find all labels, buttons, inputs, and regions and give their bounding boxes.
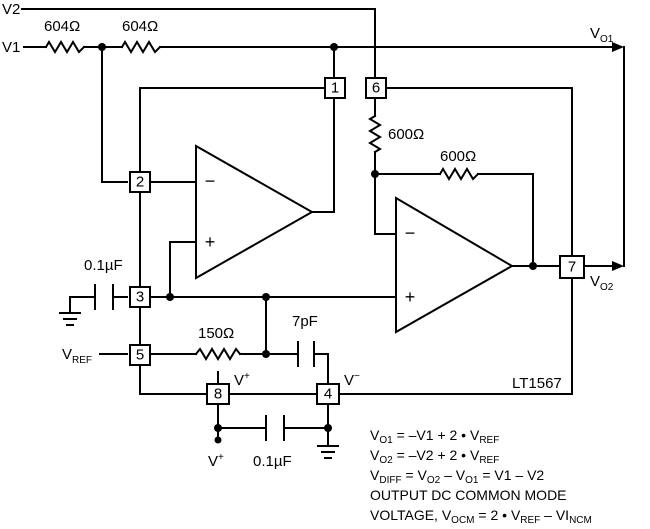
svg-text:1: 1 <box>331 80 339 97</box>
v1-label: V1 <box>2 39 20 56</box>
svg-text:5: 5 <box>136 347 144 364</box>
resistor-604-a <box>44 40 86 54</box>
opamp-1 <box>195 144 315 280</box>
cap-7pf-label: 7pF <box>292 313 318 330</box>
equation-vo2: VO2 = –V2 + 2 • VREF <box>370 447 499 466</box>
capacitors <box>94 284 315 441</box>
svg-text:8: 8 <box>214 386 222 403</box>
resistors <box>44 40 480 361</box>
equations: VO1 = –V1 + 2 • VREF VO2 = –V2 + 2 • VRE… <box>370 427 592 526</box>
pin-3: 3 <box>129 286 151 308</box>
capacitor-left-bypass <box>94 284 114 310</box>
pin-2: 2 <box>129 171 151 193</box>
opamp2-minus-label: − <box>405 223 416 243</box>
cap-left-label: 0.1µF <box>84 257 123 274</box>
resistor-150 <box>194 347 242 361</box>
pin-1: 1 <box>324 77 346 99</box>
equation-line4: OUTPUT DC COMMON MODE <box>370 487 567 503</box>
ground-bottom-icon <box>317 445 339 459</box>
capacitor-7pf <box>297 341 315 367</box>
vref-label: VREF <box>62 346 92 366</box>
resistor-600-top <box>368 114 382 154</box>
opamp1-minus-label: − <box>205 171 216 191</box>
pin-5: 5 <box>129 344 151 366</box>
resistor-600-right <box>438 167 480 181</box>
r604b-label: 604Ω <box>122 18 158 35</box>
svg-text:3: 3 <box>136 289 144 306</box>
pin-8: 8 <box>206 383 230 405</box>
output-arrows <box>612 42 624 271</box>
pin-7: 7 <box>559 255 585 279</box>
ground-left-icon <box>59 312 81 326</box>
vo2-label: VO2 <box>590 273 614 293</box>
equation-vo1: VO1 = –V1 + 2 • VREF <box>370 427 499 446</box>
part-number: LT1567 <box>512 375 562 392</box>
vo2-arrow-icon <box>612 261 624 271</box>
vplus-pin8-label: V+ <box>234 371 250 389</box>
pin-4: 4 <box>316 383 340 405</box>
junction-dots <box>98 43 537 444</box>
resistor-604-b <box>120 40 162 54</box>
opamp-2 <box>395 196 514 334</box>
vplus-bottom-label: V+ <box>208 452 224 470</box>
capacitor-bottom-bypass <box>265 415 285 441</box>
vminus-pin4-label: V− <box>344 371 360 389</box>
svg-text:2: 2 <box>136 174 144 191</box>
vo1-label: VO1 <box>590 25 614 45</box>
r600top-label: 600Ω <box>388 126 424 143</box>
equation-vdiff: VDIFF = VO2 – VO1 = V1 – V2 <box>370 467 544 486</box>
svg-text:6: 6 <box>372 80 380 97</box>
cap-bottom-label: 0.1µF <box>253 453 292 470</box>
wires <box>21 8 625 447</box>
v2-label: V2 <box>2 1 20 18</box>
equation-vocm: VOLTAGE, VOCM = 2 • VREF – VINCM <box>370 507 592 526</box>
vo1-arrow-icon <box>612 42 624 52</box>
svg-text:4: 4 <box>324 386 332 403</box>
opamp1-plus-label: + <box>205 232 216 252</box>
r150-label: 150Ω <box>198 325 234 342</box>
svg-text:7: 7 <box>568 259 576 276</box>
opamp2-plus-label: + <box>405 287 416 307</box>
r604a-label: 604Ω <box>44 18 80 35</box>
pin-6: 6 <box>365 77 387 99</box>
r600right-label: 600Ω <box>440 148 476 165</box>
